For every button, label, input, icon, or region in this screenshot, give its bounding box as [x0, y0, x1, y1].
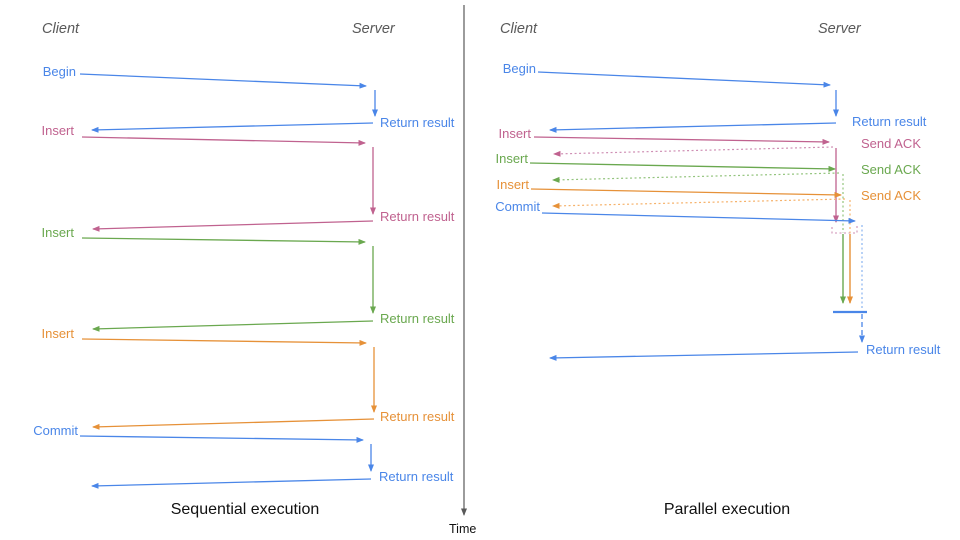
- par-insert2-request-arrow: [529, 162, 836, 172]
- par-server-header: Server: [818, 21, 861, 37]
- par-insert1-request-arrow: [533, 136, 830, 145]
- seq-insert2-return-arrow: [92, 320, 374, 332]
- par-insert2-label: Insert: [495, 151, 528, 166]
- par-client-header: Client: [500, 21, 538, 37]
- par-insert3-ack-label: Send ACK: [861, 188, 921, 203]
- par-insert1-ack-arrow: [553, 146, 834, 157]
- seq-begin-return-label: Return result: [380, 115, 455, 130]
- par-commit-return-arrow: [549, 351, 859, 361]
- seq-insert1-return-arrow: [92, 220, 374, 232]
- par-begin-return-label: Return result: [852, 114, 927, 129]
- seq-insert1-return-label: Return result: [380, 209, 455, 224]
- par-begin-label: Begin: [502, 61, 536, 76]
- par-insert2-ack-arrow: [552, 172, 840, 183]
- seq-insert1-label: Insert: [41, 123, 74, 138]
- par-insert3-request-arrow: [530, 188, 842, 198]
- seq-insert3-return-arrow: [92, 418, 375, 430]
- time-axis-label: Time: [449, 522, 477, 536]
- seq-begin-flow: [79, 73, 378, 133]
- par-commit-return-label: Return result: [866, 342, 941, 357]
- seq-insert2-flow: [81, 237, 376, 332]
- par-begin-request-arrow: [537, 71, 831, 88]
- par-commit-label: Commit: [495, 199, 540, 214]
- par-insert2-flow: [529, 162, 846, 304]
- par-caption: Parallel execution: [663, 501, 791, 518]
- seq-insert2-request-arrow: [81, 237, 366, 245]
- seq-commit-flow: [79, 435, 374, 489]
- seq-insert1-flow: [81, 136, 376, 232]
- par-insert1-label: Insert: [498, 126, 531, 141]
- par-insert1-done-bracket: [831, 224, 858, 234]
- par-commit-flow: [541, 212, 867, 361]
- seq-commit-return-label: Return result: [379, 469, 454, 484]
- seq-commit-return-arrow: [91, 478, 372, 489]
- seq-insert3-return-label: Return result: [380, 409, 455, 424]
- par-insert3-label: Insert: [496, 177, 529, 192]
- par-insert1-flow: [533, 136, 858, 234]
- seq-begin-return-arrow: [91, 122, 374, 133]
- par-begin-flow: [537, 71, 839, 133]
- par-insert3-ack-arrow: [552, 198, 846, 209]
- seq-commit-label: Commit: [33, 423, 78, 438]
- seq-server-header: Server: [352, 21, 395, 37]
- seq-client-header: Client: [42, 21, 80, 37]
- seq-begin-label: Begin: [42, 64, 76, 79]
- seq-insert3-label: Insert: [41, 326, 74, 341]
- seq-insert2-label: Insert: [41, 225, 74, 240]
- seq-insert1-request-arrow: [81, 136, 366, 146]
- seq-insert2-return-label: Return result: [380, 311, 455, 326]
- par-insert1-ack-label: Send ACK: [861, 136, 921, 151]
- seq-commit-request-arrow: [79, 435, 364, 443]
- par-commit-request-arrow: [541, 212, 856, 224]
- seq-insert3-flow: [81, 338, 377, 430]
- par-insert2-ack-label: Send ACK: [861, 162, 921, 177]
- seq-begin-request-arrow: [79, 73, 367, 89]
- seq-insert3-request-arrow: [81, 338, 367, 346]
- seq-caption: Sequential execution: [170, 501, 320, 518]
- par-insert3-flow: [530, 188, 853, 304]
- par-begin-return-arrow: [549, 122, 837, 133]
